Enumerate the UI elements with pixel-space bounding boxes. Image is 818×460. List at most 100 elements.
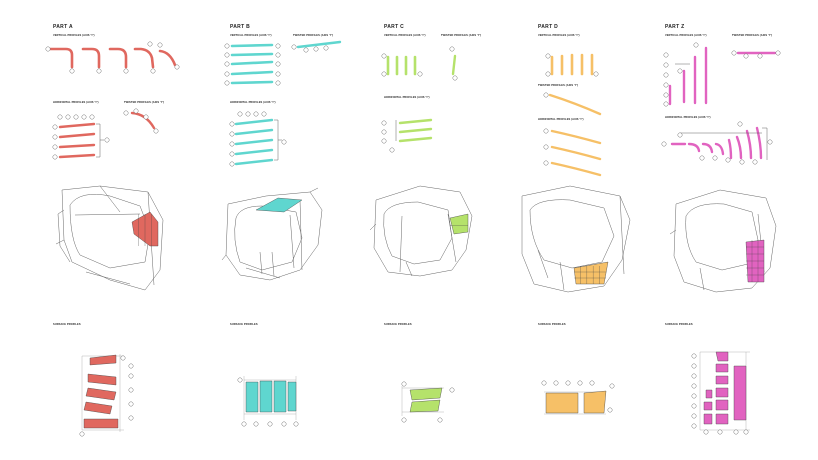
callout-circle — [303, 47, 309, 53]
callout-circle — [293, 421, 299, 427]
callout-circle — [96, 68, 102, 74]
callout-circle — [449, 387, 455, 393]
callout-circle — [691, 423, 697, 429]
callout-circle — [241, 421, 247, 427]
part-d-horizontal-profiles-label: HORIZONTAL PROFILES (AXIS 'Y') — [538, 118, 584, 121]
callout-circle — [147, 41, 153, 47]
callout-circle — [79, 431, 85, 437]
callout-circle — [401, 417, 407, 423]
callout-circle — [253, 111, 259, 117]
callout-circle — [52, 124, 58, 130]
callout-circle — [452, 75, 458, 81]
part-b-surface-3 — [273, 380, 287, 413]
part-c-surface-profiles-label: SURFACE PROFILES — [384, 323, 412, 326]
part-b-vertical-profiles — [230, 43, 274, 85]
part-a-twisted-profiles-label: TWISTED PROFILES (AXIS 'Y') — [124, 101, 165, 104]
callout-circle — [128, 415, 134, 421]
callout-circle — [593, 71, 599, 77]
part-z-surface-7 — [703, 401, 713, 411]
callout-circle — [449, 46, 455, 52]
callout-circle — [224, 52, 230, 58]
callout-circle — [104, 137, 110, 143]
callout-circle — [281, 421, 287, 427]
part-z-surface-3 — [733, 365, 747, 421]
callout-circle — [253, 421, 259, 427]
part-b-surface-profiles-label: SURFACE PROFILES — [230, 323, 258, 326]
callout-circle — [120, 355, 126, 361]
callout-circle — [52, 154, 58, 160]
callout-circle — [663, 52, 669, 58]
callout-circle — [691, 373, 697, 379]
callout-circle — [663, 82, 669, 88]
callout-circle — [150, 68, 156, 74]
callout-circle — [663, 72, 669, 78]
part-d-surface-1 — [545, 392, 579, 414]
callout-circle — [389, 147, 395, 153]
callout-circle — [275, 80, 281, 86]
callout-circle — [73, 114, 79, 120]
callout-circle — [743, 53, 749, 59]
part-z-vertical-profiles-label: VERTICAL PROFILES (AXIS 'Y') — [665, 34, 707, 37]
part-d-twisted-profiles-label: TWISTED PROFILES (AXIS 'Y') — [538, 84, 579, 87]
callout-circle — [381, 129, 387, 135]
callout-circle — [703, 429, 709, 435]
callout-circle — [128, 401, 134, 407]
callout-circle — [69, 68, 75, 74]
callout-circle — [712, 155, 718, 161]
part-d-vertical-profiles — [550, 53, 594, 76]
part-a-surface-2 — [87, 373, 117, 386]
callout-circle — [65, 114, 71, 120]
part-c-vertical-profiles — [386, 55, 417, 76]
callout-circle — [401, 381, 407, 387]
callout-circle — [275, 71, 281, 77]
part-z-surface-2 — [715, 363, 729, 373]
callout-circle — [437, 417, 443, 423]
part-b-3d-panel — [255, 197, 303, 213]
part-b-surface-4 — [287, 381, 297, 412]
part-z-horizontal-profiles — [670, 126, 768, 160]
callout-circle — [123, 110, 129, 116]
callout-circle — [565, 380, 571, 386]
callout-circle — [543, 92, 549, 98]
callout-circle — [691, 413, 697, 419]
callout-circle — [128, 387, 134, 393]
callout-circle — [731, 50, 737, 56]
callout-circle — [543, 160, 549, 166]
part-d-3d-view — [521, 185, 631, 293]
callout-circle — [661, 141, 667, 147]
callout-circle — [663, 101, 669, 107]
callout-circle — [691, 393, 697, 399]
part-z-surface-profiles-label: SURFACE PROFILES — [665, 323, 693, 326]
part-c-horizontal-profiles — [395, 118, 433, 143]
part-a-surface-profiles-label: SURFACE PROFILES — [53, 323, 81, 326]
part-z-surface-6 — [715, 387, 729, 398]
part-a-horizontal-profiles-label: HORIZONTAL PROFILES (AXIS 'Y') — [53, 101, 99, 104]
part-a-surface-3 — [85, 387, 117, 401]
callout-circle — [313, 46, 319, 52]
callout-circle — [677, 68, 683, 74]
callout-circle — [752, 159, 758, 165]
callout-circle — [545, 53, 551, 59]
callout-circle — [743, 429, 749, 435]
callout-circle — [128, 373, 134, 379]
callout-circle — [224, 43, 230, 49]
part-b-vertical-profiles-label: VERTICAL PROFILES (AXIS 'Y') — [230, 34, 272, 37]
callout-circle — [229, 141, 235, 147]
part-c-surface-2 — [409, 399, 441, 413]
part-d-3d-panel — [573, 261, 609, 285]
part-b-horizontal-profiles — [234, 118, 282, 166]
callout-circle — [725, 157, 731, 163]
callout-circle — [767, 139, 773, 145]
callout-circle — [691, 363, 697, 369]
callout-circle — [157, 42, 163, 48]
callout-circle — [577, 380, 583, 386]
part-a-title: PART A — [53, 24, 73, 30]
part-a-surface-5 — [83, 418, 119, 429]
callout-circle — [229, 161, 235, 167]
callout-circle — [381, 120, 387, 126]
part-a-surface-frame — [81, 354, 124, 432]
part-z-surface-4 — [715, 375, 729, 385]
part-d-vertical-profiles-label: VERTICAL PROFILES (AXIS 'Y') — [538, 34, 580, 37]
part-z-surface-9 — [703, 413, 713, 425]
callout-circle — [224, 61, 230, 67]
